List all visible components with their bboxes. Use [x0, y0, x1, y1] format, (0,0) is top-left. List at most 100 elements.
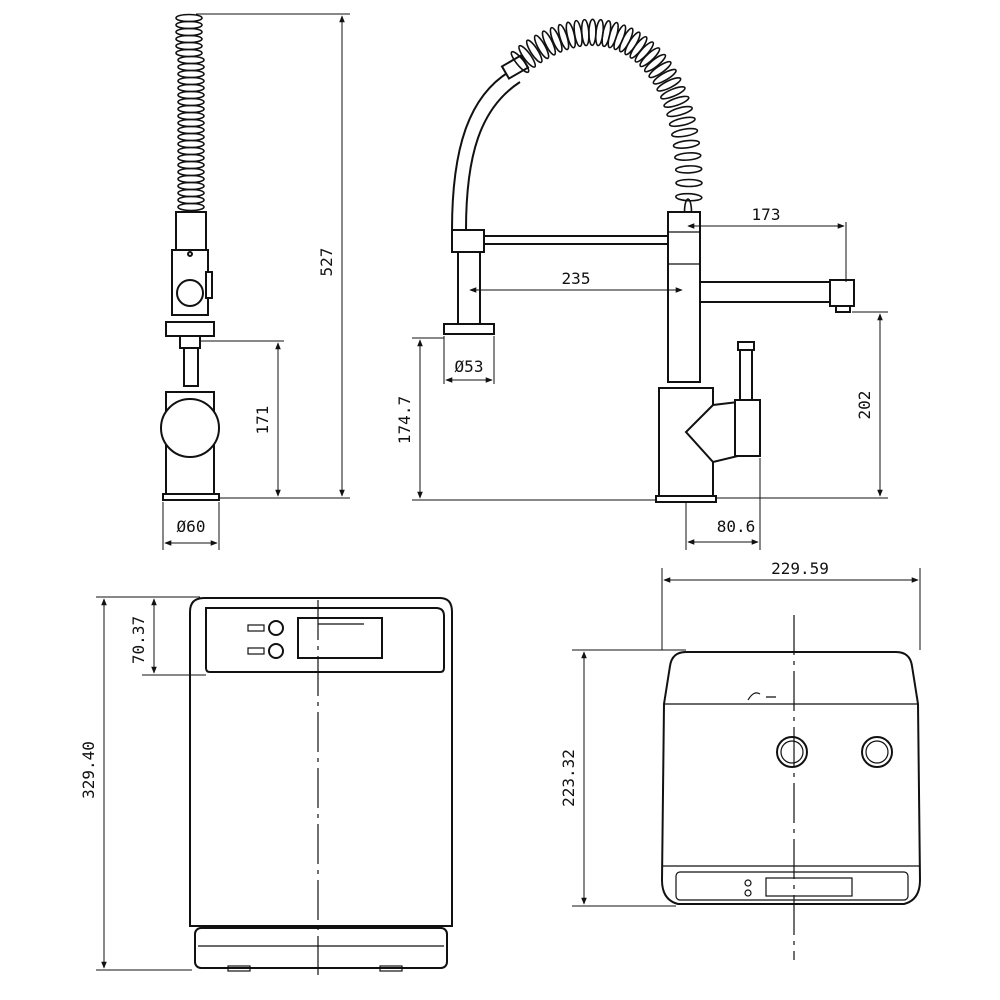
power-button: [268, 620, 284, 636]
inlet-fitting-inner: [780, 740, 804, 764]
dim-label-height-spout: 174.7: [395, 396, 414, 444]
hose-outer: [451, 69, 513, 231]
coil-ring: [672, 139, 701, 149]
coil-ring: [177, 111, 205, 121]
dim-label-heater-width: 229.59: [771, 559, 829, 578]
coil-ring: [588, 18, 597, 47]
lower-arm: [699, 281, 831, 303]
coil-ring: [525, 39, 543, 64]
coil-ring: [666, 105, 693, 118]
spring-coil: [175, 13, 205, 212]
coil-ring: [670, 127, 699, 138]
coil-ring: [175, 20, 203, 30]
coil-ring: [518, 44, 537, 68]
coil-ring: [177, 97, 205, 107]
coil-ring: [177, 55, 205, 65]
coil-ring: [177, 181, 205, 191]
coil-ring: [675, 192, 703, 202]
dim-label-panel-height: 70.37: [129, 616, 148, 664]
heater-side-view: 229.59 223.32: [559, 559, 922, 960]
display-screen: [297, 617, 383, 659]
handle-connector: [684, 400, 739, 464]
coil-ring: [652, 68, 677, 85]
heater-base: [194, 927, 448, 969]
heater-side-body: [660, 651, 922, 905]
coil-ring: [177, 160, 205, 170]
coil-ring: [660, 86, 686, 100]
coil-ring: [175, 34, 203, 44]
dim-label-handle-offset: 80.6: [717, 517, 756, 536]
foot: [379, 965, 403, 972]
heater-front-view: 329.40 70.37: [79, 596, 453, 975]
coil-ring: [674, 152, 702, 161]
handle-block: [734, 399, 761, 457]
faucet-neck: [179, 335, 201, 349]
handle-lever: [739, 349, 753, 401]
coil-ring: [656, 77, 682, 92]
coil-ring: [643, 53, 667, 73]
coil-ring: [177, 104, 205, 114]
coil-ring: [175, 48, 203, 58]
coil-ring: [177, 188, 205, 198]
faucet-base: [162, 493, 220, 501]
foot: [227, 965, 251, 972]
coil-ring: [175, 41, 203, 51]
handle-lever: [183, 347, 199, 387]
coil-ring: [639, 47, 661, 68]
spring-coil: [510, 18, 703, 226]
coil-ring: [607, 21, 619, 49]
dim-label-heater-side-height: 223.32: [559, 749, 578, 807]
spray-button: [176, 279, 204, 307]
sprayer-face: [443, 323, 495, 335]
dim-label-base-dia: Ø60: [177, 517, 206, 536]
coil-ring: [175, 13, 203, 23]
faucet-front-view: 173 235 Ø53 174.7 202 80.6: [395, 18, 888, 550]
coil-ring: [177, 139, 205, 149]
handle-hub: [160, 398, 220, 458]
dim-label-reach-upper: 173: [752, 205, 781, 224]
coil-ring: [177, 69, 205, 79]
coil-ring: [177, 83, 205, 93]
faucet-base-plate: [655, 495, 717, 503]
coil-ring: [177, 118, 205, 128]
button-label-2: [247, 647, 265, 655]
coil-ring: [175, 27, 203, 37]
sprayer-body: [457, 251, 481, 325]
coil-ring: [177, 76, 205, 86]
temp-button: [268, 643, 284, 659]
faucet-side-view: 527 171 Ø60: [160, 13, 350, 550]
coil-ring: [177, 125, 205, 135]
dim-label-height-left: 171: [253, 406, 272, 435]
coil-ring: [663, 95, 690, 109]
outlet-fitting-inner: [865, 740, 889, 764]
dim-label-heater-height: 329.40: [79, 741, 98, 799]
handle-lever-cap: [737, 341, 755, 351]
side-control-panel: [675, 871, 909, 901]
coil-ring: [177, 174, 205, 184]
hose-inner: [465, 81, 521, 231]
coil-ring: [177, 90, 205, 100]
spout-collar: [175, 211, 207, 251]
faucet-column: [667, 211, 701, 383]
coil-ring: [668, 116, 696, 128]
coil-ring: [177, 167, 205, 177]
coil-ring: [177, 132, 205, 142]
spray-button-cap: [205, 271, 213, 299]
heater-body: [189, 597, 453, 927]
coil-ring: [177, 153, 205, 163]
coil-ring: [674, 165, 703, 174]
side-display: [765, 877, 853, 897]
coil-ring: [675, 178, 703, 188]
button-label-1: [247, 624, 265, 632]
outlet-aerator: [835, 305, 851, 313]
dim-label-height-total: 527: [317, 248, 336, 277]
spray-head-dot: [187, 251, 193, 257]
faucet-neck-joint: [165, 321, 215, 337]
coil-ring: [541, 30, 557, 56]
dim-label-height-right: 202: [855, 391, 874, 420]
coil-ring: [510, 50, 530, 74]
sprayer-holder: [451, 229, 485, 253]
lid-mark: [747, 692, 776, 701]
upper-bar: [483, 235, 671, 245]
